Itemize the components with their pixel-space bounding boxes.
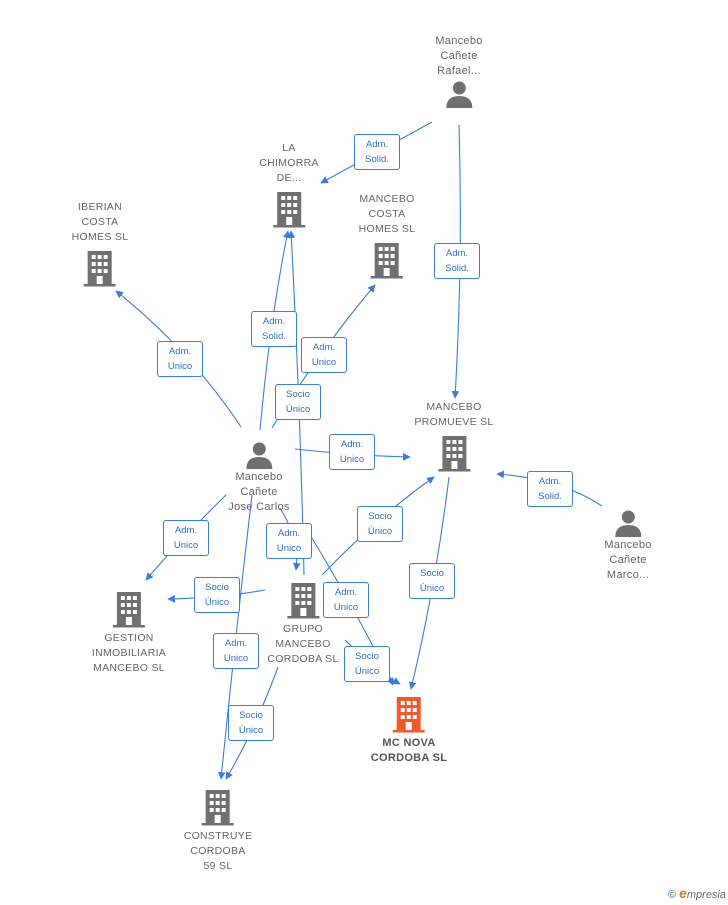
edge-label-adm-unico[interactable]: Adm. Unico xyxy=(329,434,375,470)
node-mancebo-costa[interactable]: MANCEBO COSTA HOMES SL xyxy=(359,192,416,279)
node-la-chimorra[interactable]: LA CHIMORRA DE... xyxy=(259,141,319,228)
node-construye[interactable]: CONSTRUYE CORDOBA 59 SL xyxy=(184,788,253,874)
building-icon xyxy=(370,243,403,279)
brand-name: mpresia xyxy=(686,889,726,901)
jose-carlos-label: Mancebo Cañete Jose Carlos xyxy=(228,471,290,513)
building-icon xyxy=(438,436,470,472)
edge-label-adm-solid[interactable]: Adm. Solid. xyxy=(354,134,400,170)
building-icon xyxy=(392,697,425,733)
edge-label-adm-solid[interactable]: Adm. Solid. xyxy=(434,243,480,279)
grupo-label: GRUPO MANCEBO CORDOBA SL xyxy=(267,623,339,665)
person-icon xyxy=(245,442,272,469)
edge-label-adm-unico[interactable]: Adm. Unico xyxy=(157,341,203,377)
node-rafael[interactable]: Mancebo Cañete Rafael... xyxy=(435,34,482,109)
edge-label-adm-unico[interactable]: Adm. Unico xyxy=(163,520,209,556)
construye-label: CONSTRUYE CORDOBA 59 SL xyxy=(183,830,253,872)
rafael-label: Mancebo Cañete Rafael... xyxy=(435,35,483,77)
promueve-label: MANCEBO PROMUEVE SL xyxy=(414,401,494,428)
node-mc-nova[interactable]: MC NOVA CORDOBA SL xyxy=(371,695,448,766)
node-gestion[interactable]: GESTION INMOBILIARIA MANCEBO SL xyxy=(92,590,166,676)
node-promueve[interactable]: MANCEBO PROMUEVE SL xyxy=(414,400,493,472)
building-icon xyxy=(272,192,305,228)
brand-watermark: ©empresia xyxy=(668,885,726,901)
edge-label-socio-unico[interactable]: Socio Único xyxy=(357,506,403,542)
node-iberian[interactable]: IBERIAN COSTA HOMES SL xyxy=(72,200,129,287)
edge-label-adm-unico[interactable]: Adm. Unico xyxy=(213,633,259,669)
node-grupo[interactable]: GRUPO MANCEBO CORDOBA SL xyxy=(267,581,338,667)
building-icon xyxy=(287,583,319,619)
gestion-label: GESTION INMOBILIARIA MANCEBO SL xyxy=(91,632,167,674)
person-icon xyxy=(445,81,472,108)
edge-label-adm-solid[interactable]: Adm. Solid. xyxy=(527,471,573,507)
node-jose-carlos[interactable]: Mancebo Cañete Jose Carlos xyxy=(228,440,289,515)
marco-label: Mancebo Cañete Marco... xyxy=(604,539,652,581)
copyright-symbol: © xyxy=(667,889,677,901)
mancebo-costa-label: MANCEBO COSTA HOMES SL xyxy=(358,193,416,235)
edge-label-socio-unico[interactable]: Socio Único xyxy=(409,563,455,599)
building-icon xyxy=(202,790,234,826)
iberian-label: IBERIAN COSTA HOMES SL xyxy=(71,201,129,243)
building-icon xyxy=(112,592,145,628)
building-icon xyxy=(83,251,116,287)
edge-label-socio-unico[interactable]: Socio Único xyxy=(194,577,240,613)
brand-initial: e xyxy=(679,885,687,901)
edge-label-adm-unico[interactable]: Adm. Unico xyxy=(301,337,347,373)
edge-label-socio-unico[interactable]: Socio Único xyxy=(275,384,321,420)
edge-label-adm-unico[interactable]: Adm. Unico xyxy=(323,582,369,618)
mc-nova-label: MC NOVA CORDOBA SL xyxy=(370,737,448,764)
person-icon xyxy=(614,510,641,537)
node-marco[interactable]: Mancebo Cañete Marco... xyxy=(604,508,651,583)
edge-label-socio-unico[interactable]: Socio Único xyxy=(344,646,390,682)
la-chimorra-label: LA CHIMORRA DE... xyxy=(259,142,319,184)
edge-label-adm-unico[interactable]: Adm. Unico xyxy=(266,523,312,559)
edge-label-socio-unico[interactable]: Socio Único xyxy=(228,705,274,741)
edge-label-adm-solid[interactable]: Adm. Solid. xyxy=(251,311,297,347)
